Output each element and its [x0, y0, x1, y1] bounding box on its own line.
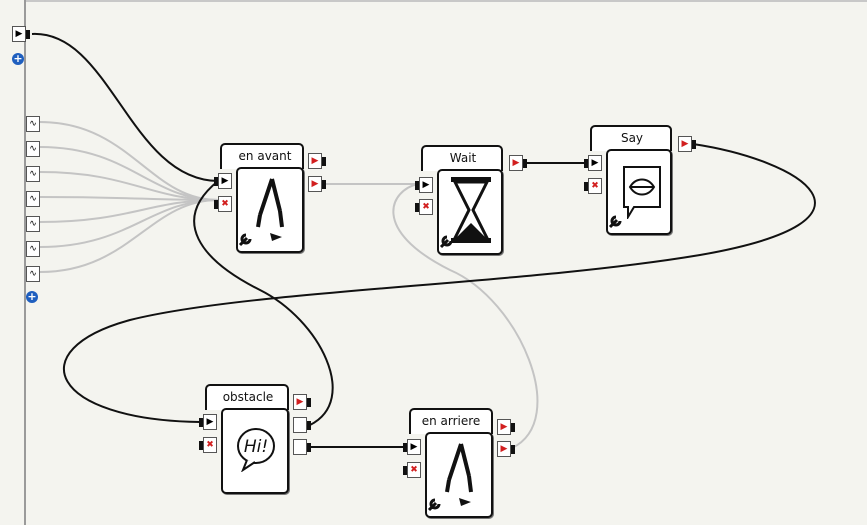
- wave-input-port[interactable]: ∿: [26, 141, 40, 157]
- wave-input-port[interactable]: ∿: [26, 166, 40, 182]
- input-port-stop[interactable]: ✖: [403, 462, 421, 478]
- input-port-start[interactable]: ▶: [415, 177, 433, 193]
- wave-input-port[interactable]: ∿: [26, 116, 40, 132]
- wrench-icon: [427, 498, 441, 512]
- start-input-port[interactable]: ▶: [12, 26, 30, 42]
- output-icon: ▶: [296, 397, 304, 407]
- box-en-arriere[interactable]: en arriere ▶ ✖ ▶ ▶: [403, 408, 515, 520]
- wire-wave-1: [39, 121, 219, 201]
- output-icon: ▶: [500, 422, 508, 432]
- play-icon: ▶: [410, 442, 418, 452]
- box-say[interactable]: Say ▶ ✖ ▶: [584, 125, 696, 237]
- input-port-start[interactable]: ▶: [214, 173, 232, 189]
- wire-wave-7: [39, 199, 219, 273]
- output-port[interactable]: ▶: [308, 176, 326, 192]
- output-icon: ▶: [512, 158, 520, 168]
- box-title: en arriere: [421, 414, 481, 428]
- wave-icon: ∿: [29, 144, 37, 154]
- box-title: Wait: [449, 151, 477, 165]
- walk-icon: [445, 443, 473, 506]
- box-en-avant[interactable]: en avant ▶ ✖ ▶ ▶: [214, 143, 326, 255]
- play-icon: ▶: [15, 29, 23, 39]
- output-icon: ▶: [311, 179, 319, 189]
- stop-icon: ✖: [422, 202, 430, 212]
- wire-wave-2: [39, 146, 219, 201]
- output-port[interactable]: ▶: [308, 153, 326, 169]
- wire-wave-6: [39, 199, 219, 248]
- output-port-1[interactable]: [293, 417, 311, 433]
- wave-icon: ∿: [29, 244, 37, 254]
- output-port[interactable]: ▶: [678, 136, 696, 152]
- input-port-start[interactable]: ▶: [199, 414, 217, 430]
- box-title: en avant: [238, 149, 292, 163]
- input-port-stop[interactable]: ✖: [214, 196, 232, 212]
- input-port-start[interactable]: ▶: [584, 155, 602, 171]
- wrench-icon: [439, 235, 453, 249]
- left-input-bar: [0, 0, 26, 525]
- input-port-start[interactable]: ▶: [403, 439, 421, 455]
- box-title: obstacle: [222, 390, 274, 404]
- play-icon: ▶: [221, 176, 229, 186]
- stop-icon: ✖: [206, 440, 214, 450]
- wrench-icon: [608, 215, 622, 229]
- wave-icon: ∿: [29, 169, 37, 179]
- add-input-button[interactable]: +: [12, 52, 24, 65]
- wire-say-to-obstacle: [63, 143, 816, 423]
- add-input-button[interactable]: +: [26, 290, 38, 303]
- wave-input-port[interactable]: ∿: [26, 216, 40, 232]
- output-port[interactable]: ▶: [497, 419, 515, 435]
- output-icon: ▶: [311, 156, 319, 166]
- stop-icon: ✖: [591, 181, 599, 191]
- stop-icon: ✖: [221, 199, 229, 209]
- wave-icon: ∿: [29, 219, 37, 229]
- output-icon: ▶: [500, 444, 508, 454]
- output-port[interactable]: ▶: [293, 394, 311, 410]
- output-icon: ▶: [681, 139, 689, 149]
- wire-start-to-avant: [31, 32, 219, 182]
- play-icon: ▶: [591, 158, 599, 168]
- stop-icon: ✖: [410, 465, 418, 475]
- box-obstacle[interactable]: obstacle Hi! ▶ ✖ ▶: [199, 384, 311, 496]
- wave-input-port[interactable]: ∿: [26, 191, 40, 207]
- canvas-top-border: [0, 0, 867, 2]
- wave-icon: ∿: [29, 194, 37, 204]
- bubble-text: Hi!: [243, 437, 269, 457]
- input-port-stop[interactable]: ✖: [199, 437, 217, 453]
- wave-input-port[interactable]: ∿: [26, 266, 40, 282]
- wave-icon: ∿: [29, 119, 37, 129]
- wave-icon: ∿: [29, 269, 37, 279]
- hourglass-icon: [451, 177, 491, 243]
- speech-bubble-icon: [237, 428, 275, 472]
- wire-arriere-to-wait: [392, 183, 539, 449]
- play-icon: ▶: [206, 417, 214, 427]
- box-title: Say: [620, 131, 644, 145]
- wrench-icon: [238, 233, 252, 247]
- wave-input-port[interactable]: ∿: [26, 241, 40, 257]
- walk-icon: [256, 178, 284, 241]
- wire-wave-3: [39, 171, 219, 201]
- output-port[interactable]: ▶: [497, 441, 515, 457]
- speech-lips-icon: [623, 166, 661, 219]
- output-port[interactable]: ▶: [509, 155, 527, 171]
- wire-obstacle-to-avant: [193, 180, 334, 426]
- input-port-stop[interactable]: ✖: [584, 178, 602, 194]
- box-wait[interactable]: Wait ▶ ✖ ▶: [415, 145, 527, 257]
- play-icon: ▶: [422, 180, 430, 190]
- output-port-2[interactable]: [293, 439, 311, 455]
- input-port-stop[interactable]: ✖: [415, 199, 433, 215]
